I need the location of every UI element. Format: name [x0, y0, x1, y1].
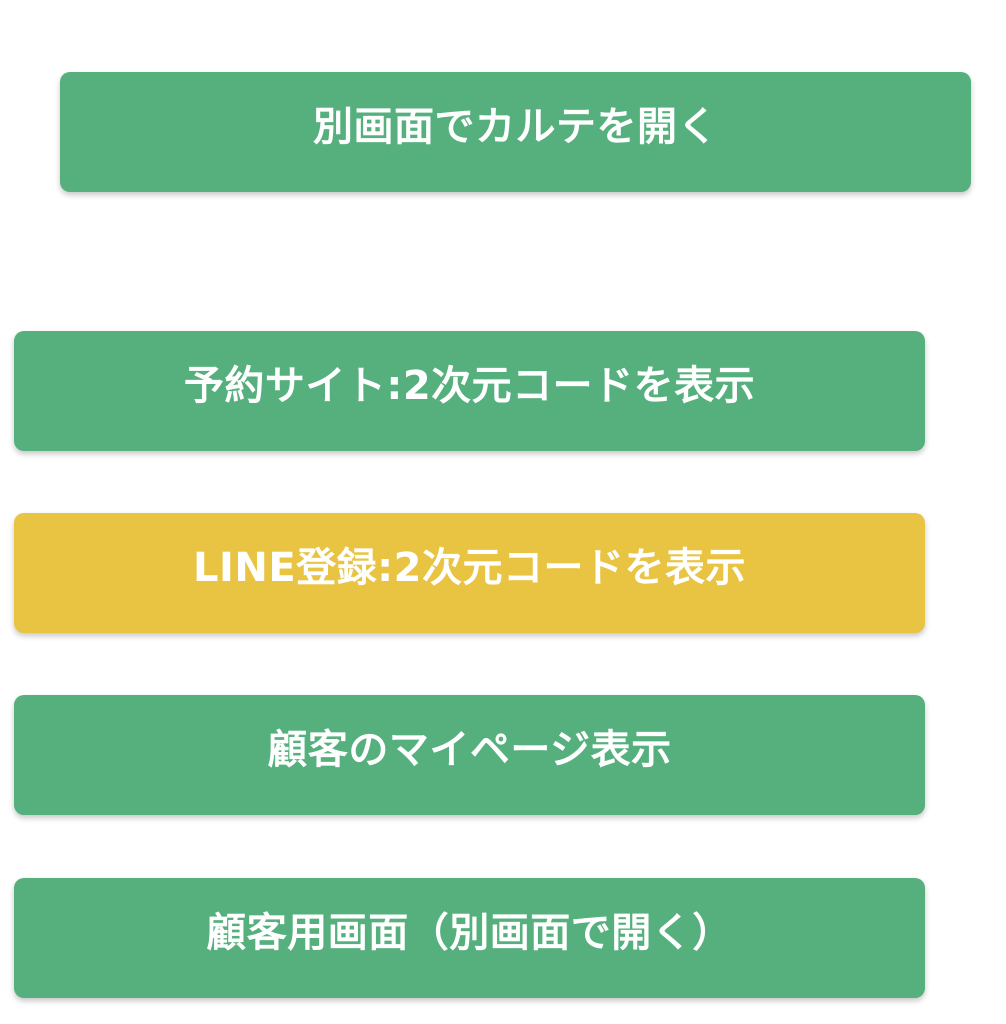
line-qr-label: LINE登録:2次元コードを表示 — [193, 545, 746, 591]
customer-mypage-label: 顧客のマイページ表示 — [267, 727, 672, 773]
open-karte-button[interactable]: 別画面でカルテを開く — [60, 72, 971, 192]
line-qr-button[interactable]: LINE登録:2次元コードを表示 — [14, 513, 925, 633]
customer-mypage-button[interactable]: 顧客のマイページ表示 — [14, 695, 925, 815]
reservation-qr-button[interactable]: 予約サイト:2次元コードを表示 — [14, 331, 925, 451]
reservation-qr-label: 予約サイト:2次元コードを表示 — [183, 363, 756, 409]
customer-screen-button[interactable]: 顧客用画面（別画面で開く） — [14, 878, 925, 998]
customer-screen-label: 顧客用画面（別画面で開く） — [206, 910, 733, 956]
open-karte-label: 別画面でカルテを開く — [313, 104, 718, 150]
